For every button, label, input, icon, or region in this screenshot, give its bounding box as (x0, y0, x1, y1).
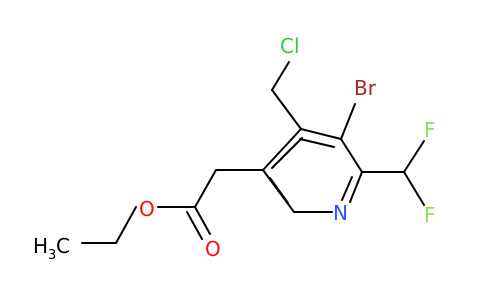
bond-c3-c2 (340, 138, 363, 173)
bond-chf2-f-bottom (403, 171, 425, 206)
bond-ch2-cl (271, 61, 290, 91)
bond-c2-n-inner (341, 176, 353, 201)
atom-f-bottom: F (424, 203, 436, 227)
bond-c4-c3 (300, 128, 342, 140)
bond-c6-c5-inner (269, 177, 289, 204)
bond-c4-ch2 (271, 89, 302, 130)
atom-cl: Cl (280, 34, 300, 58)
bond-ch2-carbonyl (194, 169, 217, 208)
atom-o-ether: O (139, 197, 155, 221)
atom-methyl-count: 3 (48, 248, 56, 263)
bond-c3-br (340, 103, 356, 140)
atom-br: Br (354, 76, 377, 100)
atom-methyl-h: H (33, 234, 48, 258)
bond-oether-ch2 (115, 206, 137, 244)
atom-methyl-c: C (56, 234, 70, 258)
atom-o-carbonyl: O (205, 237, 221, 261)
bond-c5-c4 (262, 128, 302, 171)
atom-f-top: F (424, 118, 436, 142)
bond-c5-c4-inner (271, 137, 303, 169)
bond-c4-c3-inner (299, 138, 335, 148)
bond-carbonyl-o-double (186, 211, 203, 240)
bond-carbonyl-o (194, 206, 211, 235)
atom-n: N (333, 201, 348, 225)
bond-chf2-f-top (403, 140, 425, 173)
bond-c2-n (349, 171, 363, 203)
